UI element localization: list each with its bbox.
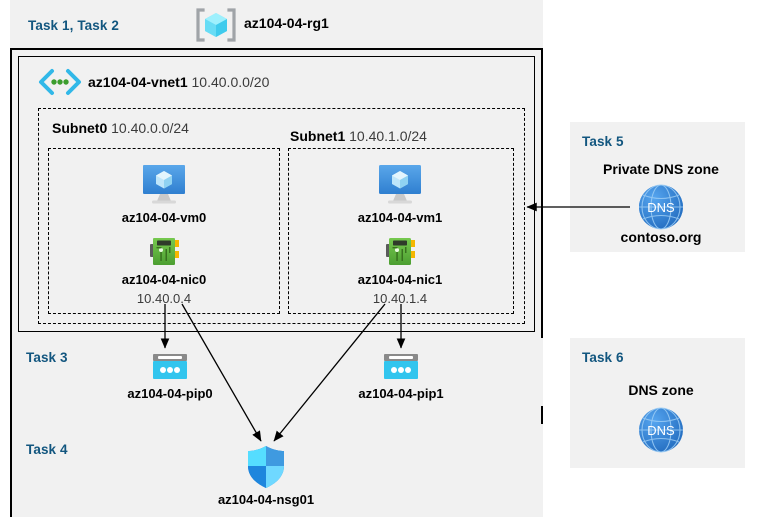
pip1-name: az104-04-pip1 bbox=[358, 386, 444, 401]
vm1-name: az104-04-vm1 bbox=[357, 210, 443, 225]
resource-group-name: az104-04-rg1 bbox=[244, 15, 329, 31]
dns-icon-text: DNS bbox=[647, 200, 675, 215]
network-interface-icon bbox=[384, 235, 417, 268]
subnet0-header: Subnet0 10.40.0.0/24 bbox=[52, 120, 189, 136]
task-label-public-ip: Task 3 bbox=[26, 350, 68, 365]
task-label-nsg: Task 4 bbox=[26, 442, 68, 457]
vnet-name: az104-04-vnet1 bbox=[88, 74, 188, 90]
dns-zone-icon: DNS bbox=[633, 182, 689, 232]
public-ip-panel bbox=[18, 338, 543, 406]
dns-icon-text: DNS bbox=[647, 423, 675, 438]
public-ip-address-icon bbox=[382, 352, 420, 382]
nic1-ip: 10.40.1.4 bbox=[372, 291, 428, 306]
vnet-cidr: 10.40.0.0/20 bbox=[191, 74, 270, 90]
pip0-name: az104-04-pip0 bbox=[127, 386, 213, 401]
nsg-name: az104-04-nsg01 bbox=[217, 492, 315, 507]
resource-group-icon bbox=[196, 8, 236, 42]
public-dns-heading: DNS zone bbox=[628, 382, 694, 398]
subnet0-name: Subnet0 bbox=[52, 120, 108, 136]
subnet0-boundary bbox=[48, 148, 280, 314]
subnet1-name: Subnet1 bbox=[290, 128, 346, 144]
virtual-machine-icon bbox=[375, 163, 425, 205]
resource-group-header-band bbox=[10, 0, 543, 48]
nic1-name: az104-04-nic1 bbox=[357, 272, 443, 287]
public-ip-address-icon bbox=[151, 352, 189, 382]
private-dns-zone-name: contoso.org bbox=[620, 229, 702, 245]
network-security-group-icon bbox=[245, 444, 287, 490]
subnet0-cidr: 10.40.0.0/24 bbox=[111, 120, 189, 136]
network-interface-icon bbox=[148, 235, 181, 268]
task-label-private-dns: Task 5 bbox=[582, 134, 624, 149]
dns-zone-icon: DNS bbox=[633, 405, 689, 455]
vm0-name: az104-04-vm0 bbox=[121, 210, 207, 225]
subnet1-cidr: 10.40.1.0/24 bbox=[349, 128, 427, 144]
vnet-header: az104-04-vnet1 10.40.0.0/20 bbox=[88, 74, 269, 90]
private-dns-heading: Private DNS zone bbox=[603, 161, 719, 177]
virtual-network-icon bbox=[38, 68, 82, 96]
task-label-public-dns: Task 6 bbox=[582, 350, 624, 365]
subnet1-header: Subnet1 10.40.1.0/24 bbox=[290, 128, 427, 144]
nic0-name: az104-04-nic0 bbox=[121, 272, 207, 287]
virtual-machine-icon bbox=[139, 163, 189, 205]
task-label-resource-group: Task 1, Task 2 bbox=[28, 18, 119, 33]
virtual-network-container bbox=[18, 56, 535, 332]
nic0-ip: 10.40.0.4 bbox=[136, 291, 192, 306]
